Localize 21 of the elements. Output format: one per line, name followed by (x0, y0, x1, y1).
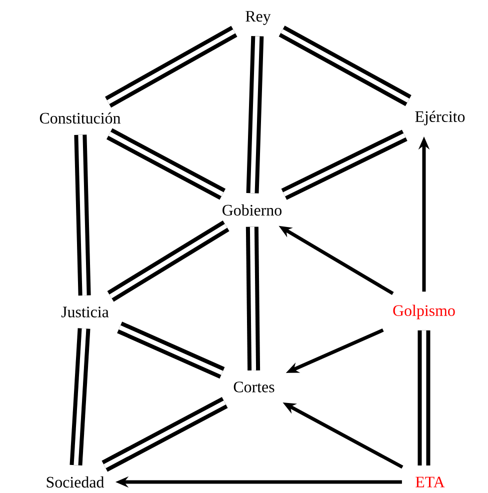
node-label: Rey (246, 11, 271, 25)
double-line (246, 36, 264, 194)
node-label: Cortes (234, 382, 274, 392)
node-label: ETA (416, 476, 445, 488)
double-line (102, 396, 228, 472)
node-label: Ejército (415, 110, 465, 126)
double-line (117, 322, 225, 379)
node-label: Justicia (61, 306, 109, 318)
node-label: Constitución (40, 112, 120, 124)
double-line (418, 330, 430, 466)
double-line (106, 128, 226, 200)
node-label: Sociedad (46, 476, 104, 488)
double-line (107, 220, 230, 302)
double-line (70, 328, 90, 466)
double-line (246, 226, 260, 370)
double-line (281, 130, 408, 200)
double-line (74, 134, 91, 296)
double-line (278, 26, 412, 106)
node-label: Golpismo (393, 304, 455, 320)
node-label: Gobierno (222, 204, 282, 216)
double-line (105, 26, 238, 108)
